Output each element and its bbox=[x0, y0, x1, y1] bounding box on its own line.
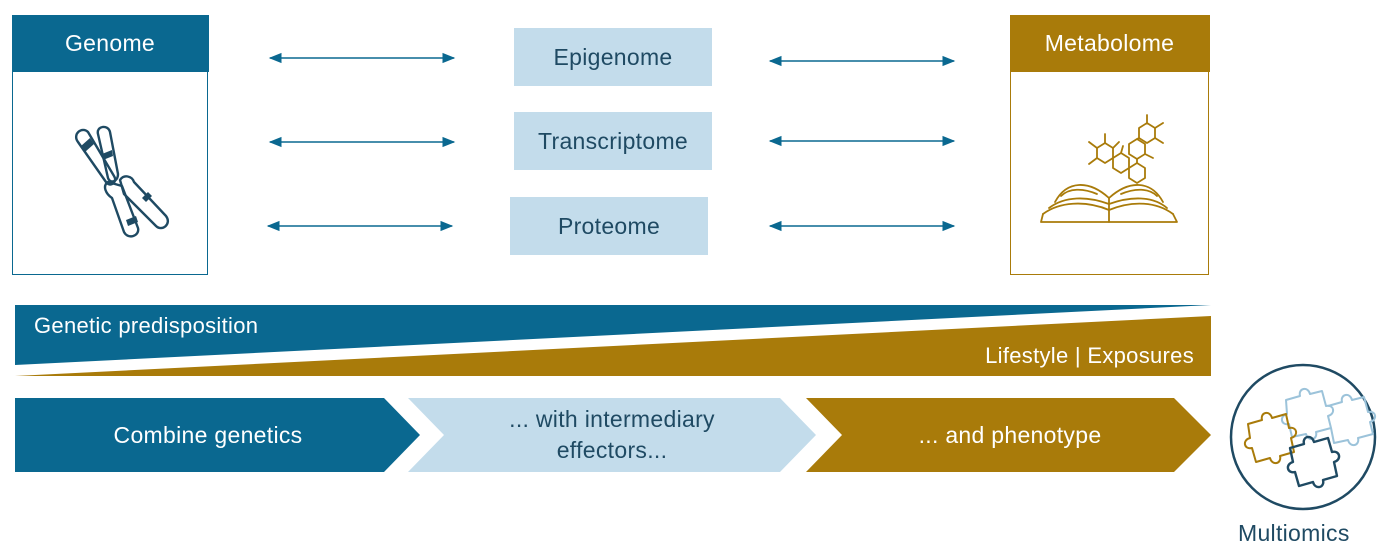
step-combine-genetics: Combine genetics bbox=[113, 421, 303, 448]
genome-box: Genome bbox=[11, 14, 209, 275]
metabolome-title: Metabolome bbox=[1009, 14, 1210, 72]
multiomics-label: Multiomics bbox=[1238, 520, 1350, 546]
step-1-shape bbox=[15, 398, 420, 472]
proteome-box: Proteome bbox=[510, 197, 708, 255]
step-intermediary-effectors: ... with intermediary effectors... bbox=[509, 406, 715, 463]
puzzle-pieces-icon bbox=[1229, 363, 1377, 511]
arrows-layer bbox=[266, 52, 956, 232]
genome-title: Genome bbox=[11, 14, 209, 72]
transcriptome-box: Transcriptome bbox=[514, 112, 712, 170]
open-book-molecules-icon bbox=[1040, 114, 1178, 223]
lifestyle-wedge bbox=[15, 316, 1211, 376]
lifestyle-exposures-label: Lifestyle | Exposures bbox=[985, 343, 1194, 368]
step-2-shape bbox=[408, 398, 816, 472]
chromosome-icon bbox=[74, 125, 170, 238]
steps-layer bbox=[15, 398, 1211, 472]
gradient-wedges bbox=[15, 305, 1211, 376]
step-3-shape bbox=[806, 398, 1211, 472]
metabolome-box: Metabolome bbox=[1009, 14, 1210, 275]
genetic-wedge bbox=[15, 305, 1211, 365]
step-phenotype: ... and phenotype bbox=[918, 421, 1102, 448]
epigenome-box: Epigenome bbox=[514, 28, 712, 86]
genetic-predisposition-label: Genetic predisposition bbox=[34, 313, 259, 338]
